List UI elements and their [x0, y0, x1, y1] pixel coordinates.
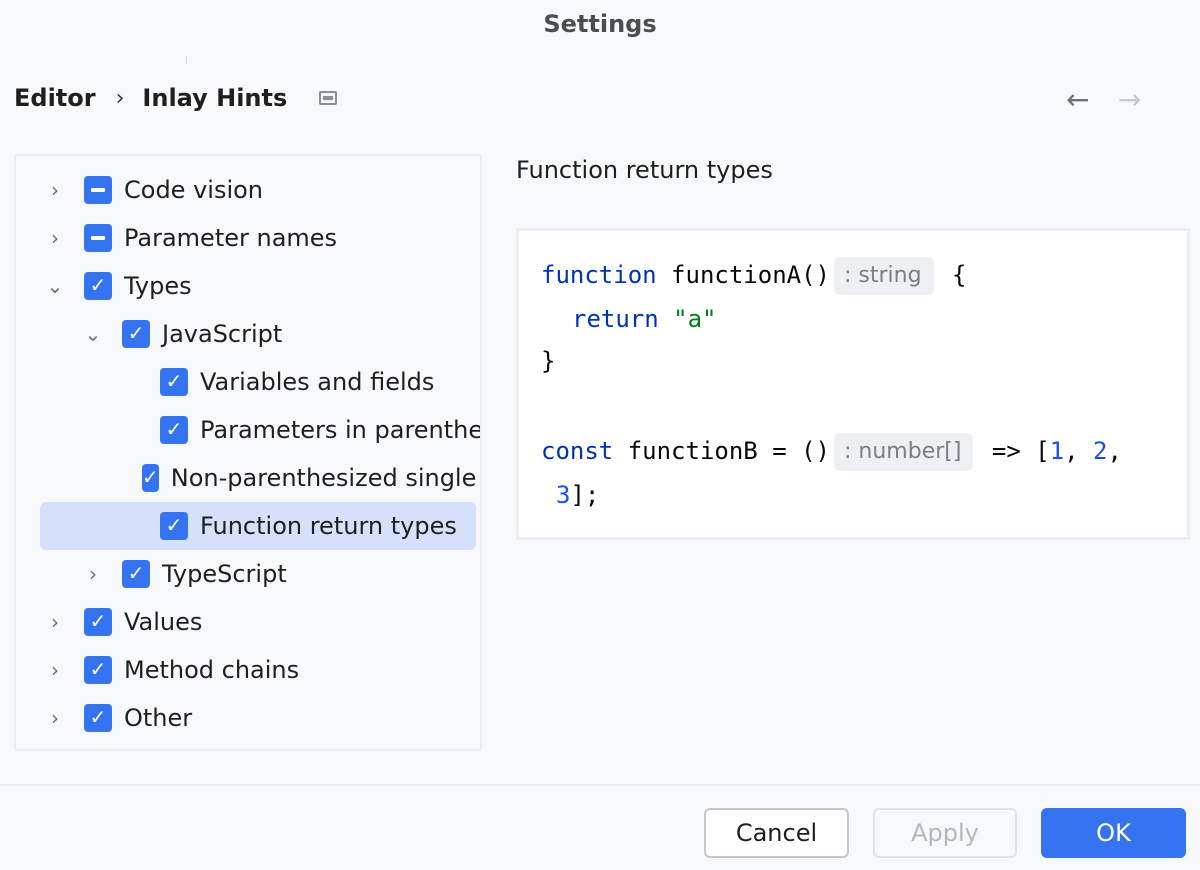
checkbox-mixed[interactable] [84, 176, 112, 204]
code-text: } [541, 347, 556, 375]
code-keyword: function [541, 261, 657, 289]
title-divider [186, 56, 187, 64]
inlay-hint-return-type: : string [833, 257, 934, 295]
code-text: => [ [977, 437, 1050, 465]
tree-item-label: Values [124, 608, 203, 636]
tree-item-label: Method chains [124, 656, 300, 684]
breadcrumb: Editor › Inlay Hints [14, 82, 338, 114]
cancel-button[interactable]: Cancel [704, 808, 849, 858]
code-string: "a" [673, 305, 717, 333]
ok-button[interactable]: OK [1041, 808, 1186, 858]
tree-item-code-vision[interactable]: › Code vision [16, 166, 480, 214]
checkbox-checked[interactable]: ✓ [160, 368, 188, 396]
breadcrumb-editor[interactable]: Editor [14, 84, 96, 112]
checkbox-checked[interactable]: ✓ [84, 704, 112, 732]
code-number: 2 [1093, 437, 1108, 465]
chevron-right-icon[interactable]: › [51, 706, 59, 730]
tree-item-method-chains[interactable]: › ✓ Method chains [16, 646, 480, 694]
check-icon: ✓ [89, 273, 107, 297]
code-keyword: const [541, 437, 614, 465]
code-text: , [1107, 437, 1122, 465]
check-icon: ✓ [89, 705, 107, 729]
tree-item-label: JavaScript [162, 320, 283, 348]
checkbox-checked[interactable]: ✓ [84, 272, 112, 300]
checkbox-checked[interactable]: ✓ [84, 608, 112, 636]
chevron-right-icon[interactable]: › [51, 658, 59, 682]
tree-item-label: Variables and fields [200, 368, 435, 396]
code-line-2: return "a" [572, 303, 717, 335]
chevron-down-icon[interactable]: ⌄ [46, 274, 64, 298]
check-icon: ✓ [127, 321, 145, 345]
code-line-6: 3]; [556, 479, 599, 511]
back-arrow-icon[interactable]: ← [1066, 83, 1090, 116]
chevron-right-icon[interactable]: › [51, 226, 59, 250]
check-icon: ✓ [165, 417, 183, 441]
chevron-right-icon[interactable]: › [51, 610, 59, 634]
chevron-right-icon[interactable]: › [51, 178, 59, 202]
chevron-right-icon[interactable]: › [89, 562, 97, 586]
window-title: Settings [543, 10, 657, 38]
tree-item-label: Other [124, 704, 193, 732]
apply-button[interactable]: Apply [873, 808, 1017, 858]
code-text: ]; [570, 481, 600, 509]
code-line-5: const functionB = (): number[] => [1, 2, [541, 433, 1122, 471]
tree-item-parameters-in-parentheses[interactable]: ✓ Parameters in parentheses [16, 406, 482, 454]
tree-item-label: Types [124, 272, 192, 300]
tree-item-javascript[interactable]: ⌄ ✓ JavaScript [16, 310, 480, 358]
footer-divider [0, 784, 1200, 786]
tree-item-non-parenthesized-single[interactable]: ✓ Non-parenthesized single parameter [16, 454, 480, 502]
code-text: { [937, 261, 967, 289]
tree-item-variables-and-fields[interactable]: ✓ Variables and fields [16, 358, 480, 406]
tree-item-typescript[interactable]: › ✓ TypeScript [16, 550, 480, 598]
code-line-1: function functionA(): string { [541, 257, 967, 295]
check-icon: ✓ [89, 609, 107, 633]
breadcrumb-separator: › [115, 85, 125, 111]
code-preview: function functionA(): string { return "a… [516, 228, 1190, 540]
forward-arrow-icon: → [1118, 83, 1142, 116]
tree-item-types[interactable]: ⌄ ✓ Types [16, 262, 480, 310]
window-icon[interactable] [319, 91, 338, 105]
tree-item-parameter-names[interactable]: › Parameter names [16, 214, 480, 262]
preview-title: Function return types [516, 156, 773, 184]
chevron-down-icon[interactable]: ⌄ [84, 322, 102, 346]
tree-item-label: Parameters in parentheses [200, 416, 482, 444]
code-text: functionA() [656, 261, 830, 289]
checkbox-checked[interactable]: ✓ [84, 656, 112, 684]
checkbox-checked[interactable]: ✓ [160, 416, 188, 444]
tree-item-label: TypeScript [162, 560, 287, 588]
tree-item-label: Parameter names [124, 224, 338, 252]
checkbox-checked[interactable]: ✓ [142, 464, 159, 492]
code-number: 3 [556, 481, 571, 509]
check-icon: ✓ [165, 369, 183, 393]
checkbox-checked[interactable]: ✓ [122, 560, 150, 588]
checkbox-mixed[interactable] [84, 224, 112, 252]
check-icon: ✓ [165, 513, 183, 537]
tree-item-label: Non-parenthesized single parameter [170, 464, 480, 492]
tree-item-label: Code vision [124, 176, 264, 204]
tree-item-values[interactable]: › ✓ Values [16, 598, 480, 646]
tree-item-other[interactable]: › ✓ Other [16, 694, 480, 742]
check-icon: ✓ [142, 465, 159, 489]
dash-icon [91, 236, 105, 240]
code-line-3: } [541, 345, 555, 377]
code-text: functionB = () [613, 437, 830, 465]
code-keyword: return [572, 305, 659, 333]
tree-item-function-return-types[interactable]: ✓ Function return types [16, 502, 480, 550]
code-text: , [1064, 437, 1094, 465]
check-icon: ✓ [127, 561, 145, 585]
check-icon: ✓ [89, 657, 107, 681]
breadcrumb-inlay-hints: Inlay Hints [142, 84, 288, 112]
checkbox-checked[interactable]: ✓ [122, 320, 150, 348]
checkbox-checked[interactable]: ✓ [160, 512, 188, 540]
inlay-hints-tree[interactable]: › Code vision › Parameter names ⌄ ✓ Type… [14, 154, 482, 751]
code-number: 1 [1049, 437, 1065, 465]
inlay-hint-return-type: : number[] [834, 433, 974, 471]
dash-icon [91, 188, 105, 192]
tree-item-label: Function return types [200, 512, 457, 540]
